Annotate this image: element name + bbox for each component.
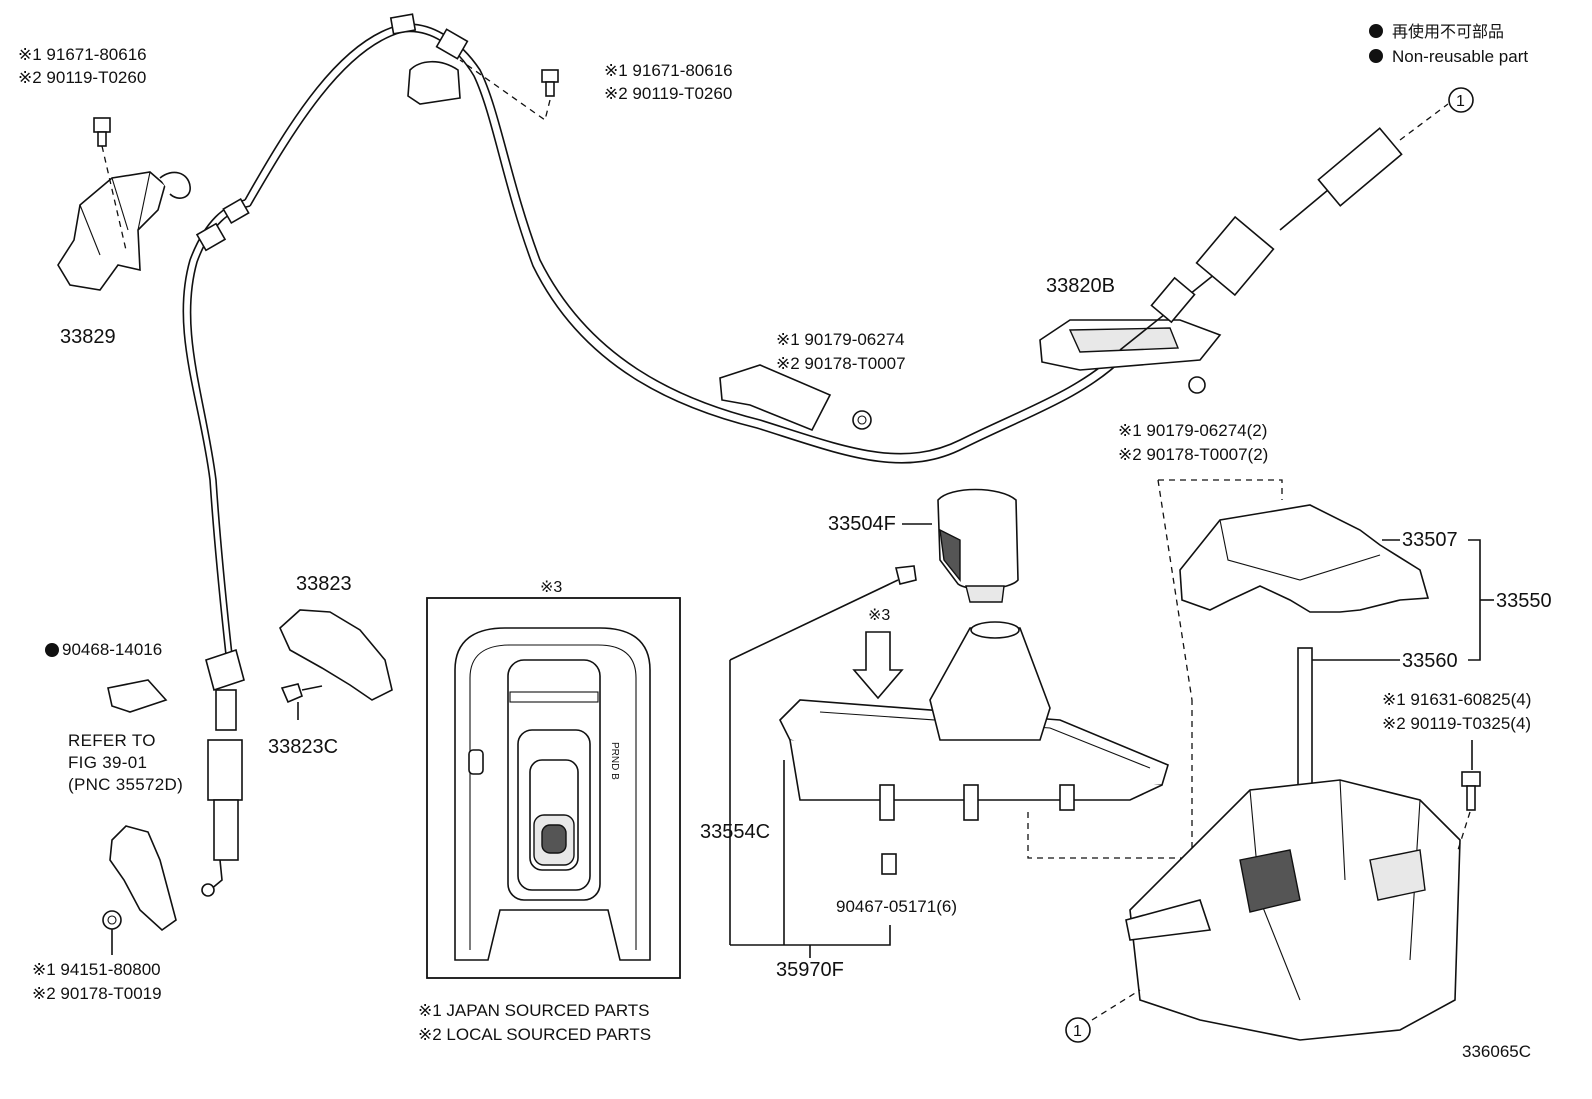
note-local-sourced: ※2 LOCAL SOURCED PARTS	[418, 1025, 651, 1044]
cable-end-33820B	[1039, 103, 1449, 394]
bolt-r-label-1: ※1 91631-60825(4)	[1382, 690, 1531, 709]
nut-bl-label-1: ※1 94151-80800	[32, 960, 161, 979]
shift-lever-33560	[1091, 647, 1481, 1041]
inset-mark-label: ※3	[540, 579, 562, 596]
nut-bl-label-2: ※2 90178-T0019	[32, 984, 162, 1003]
nut-c-label-2: ※2 90178-T0007	[776, 354, 906, 373]
callout-circle-icon	[1065, 1017, 1091, 1043]
clip-90468	[45, 643, 168, 713]
housing-33507	[1157, 479, 1430, 701]
part-33823C-label: 33823C	[268, 736, 338, 758]
non-reusable-dot-icon	[45, 643, 59, 657]
callout-top-label: 1	[1456, 93, 1465, 110]
bolt-tc-label-2: ※2 90119-T0260	[604, 84, 732, 103]
part-33829-label: 33829	[60, 326, 116, 348]
part-33507-label: 33507	[1402, 529, 1458, 551]
part-33550-label: 33550	[1496, 590, 1552, 612]
part-90468-label: 90468-14016	[62, 640, 162, 659]
bolt-top-center	[459, 59, 559, 122]
legend-en: Non-reusable part	[1392, 47, 1528, 66]
bracket-33829	[57, 117, 191, 291]
callout-bottom-label: 1	[1073, 1023, 1082, 1040]
nut-r-label-2: ※2 90178-T0007(2)	[1118, 445, 1268, 464]
callout-circle-icon	[1448, 87, 1474, 113]
legend-dot-icon	[1369, 24, 1383, 38]
part-33560-label: 33560	[1402, 650, 1458, 672]
part-33820B-label: 33820B	[1046, 275, 1115, 297]
console-35970F	[779, 565, 1193, 875]
inset-panel	[426, 597, 681, 979]
cable-bracket-center	[719, 364, 872, 432]
legend: 再使用不可部品 Non-reusable part	[1369, 23, 1528, 66]
bolt-r-label-2: ※2 90119-T0325(4)	[1382, 714, 1531, 733]
figure-code: 336065C	[1462, 1042, 1531, 1061]
nut-r-label-1: ※1 90179-06274(2)	[1118, 421, 1267, 440]
bracket-bottom-left	[102, 825, 177, 955]
plate-33823	[279, 609, 393, 720]
shift-knob-33504F	[937, 488, 1019, 603]
refer-label-2: FIG 39-01	[68, 753, 147, 772]
refer-label-3: (PNC 35572D)	[68, 775, 183, 794]
bolt-tl-label-2: ※2 90119-T0260	[18, 68, 146, 87]
nut-c-label-1: ※1 90179-06274	[776, 330, 905, 349]
part-33554C-label: 33554C	[700, 821, 770, 843]
bolt-tl-label-1: ※1 91671-80616	[18, 45, 147, 64]
part-90467-label: 90467-05171(6)	[836, 897, 957, 916]
part-35970F-label: 35970F	[776, 959, 844, 981]
note-japan-sourced: ※1 JAPAN SOURCED PARTS	[418, 1001, 650, 1020]
gear-letters-label: PRND B	[609, 742, 620, 780]
legend-jp: 再使用不可部品	[1392, 23, 1504, 41]
part-33504F-label: 33504F	[828, 513, 896, 535]
legend-dot-icon	[1369, 49, 1383, 63]
bolt-tc-label-1: ※1 91671-80616	[604, 61, 733, 80]
refer-label-1: REFER TO	[68, 731, 156, 750]
mark3-label: ※3	[868, 607, 890, 624]
part-33823-label: 33823	[296, 573, 352, 595]
shift-cable	[182, 13, 1125, 897]
